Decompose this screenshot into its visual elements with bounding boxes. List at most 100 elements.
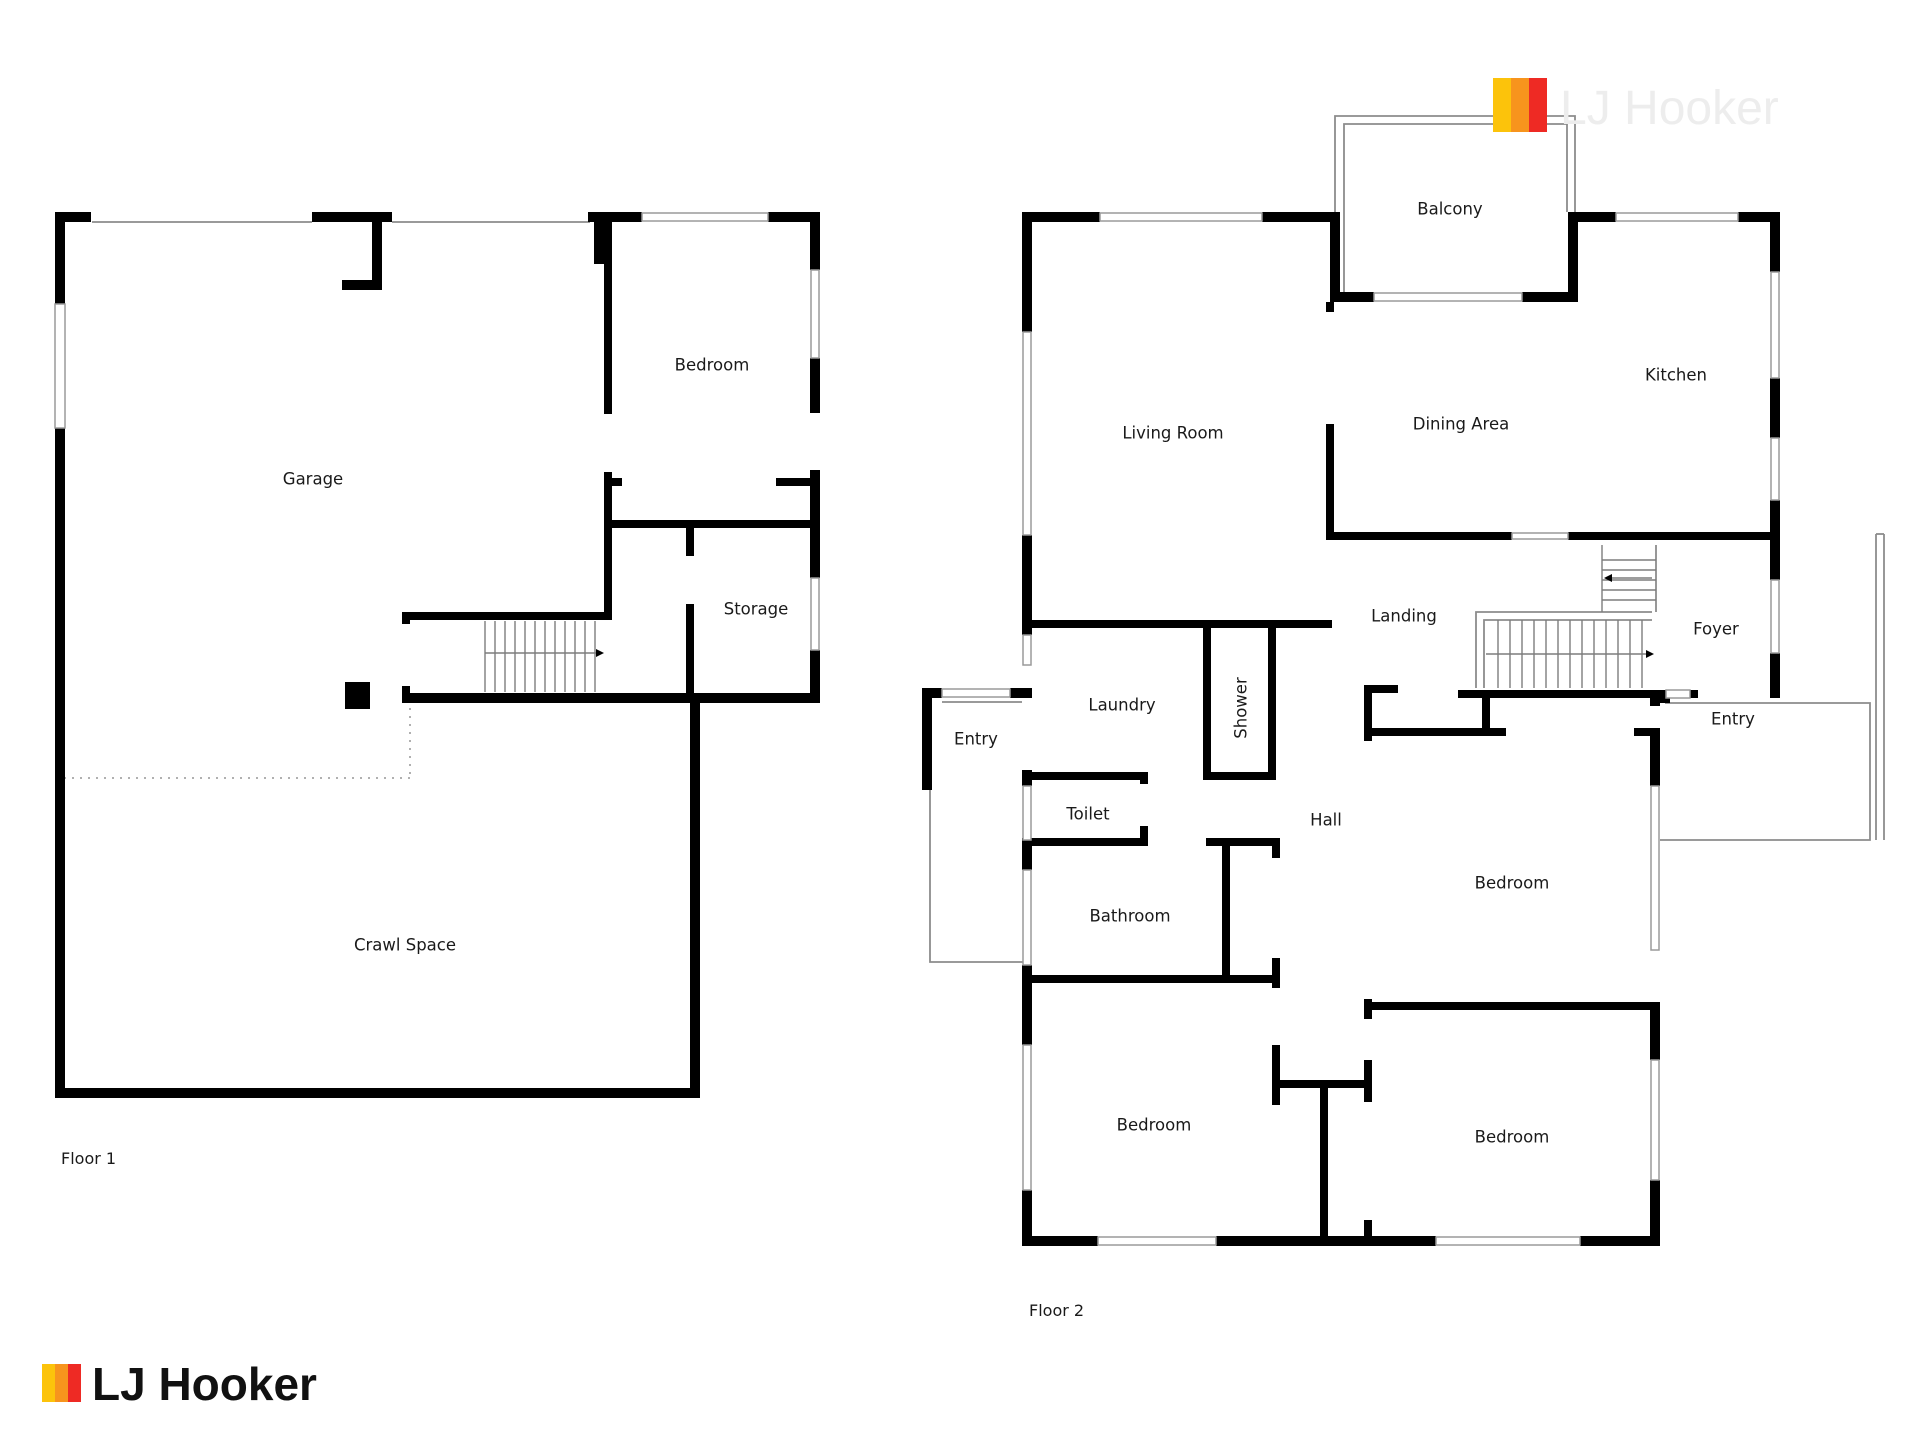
window — [1650, 785, 1660, 951]
wall — [1650, 728, 1660, 786]
wall — [690, 693, 700, 1098]
window — [641, 212, 769, 222]
window — [1770, 437, 1780, 501]
wall — [604, 520, 820, 528]
wall — [1568, 532, 1780, 540]
wall — [1206, 838, 1280, 846]
wall — [1022, 535, 1032, 635]
window — [1022, 785, 1032, 841]
window — [1373, 292, 1523, 302]
wall — [1216, 1236, 1436, 1246]
window — [810, 269, 820, 359]
brand-name: LJ Hooker — [92, 1358, 317, 1410]
wall — [810, 358, 820, 413]
wall — [1568, 212, 1616, 222]
wall — [588, 212, 642, 222]
wall — [686, 528, 694, 556]
wall — [1022, 1190, 1032, 1246]
wall — [402, 612, 410, 624]
room-label-foyer: Foyer — [1693, 620, 1739, 639]
window — [810, 577, 820, 651]
wall — [1010, 688, 1032, 698]
wall — [1140, 826, 1148, 846]
wall — [55, 428, 65, 1098]
room-label-kitchen: Kitchen — [1645, 366, 1707, 385]
wall — [1022, 838, 1148, 846]
wall — [1320, 1080, 1328, 1240]
wall — [1022, 965, 1032, 1045]
wall — [1140, 772, 1148, 784]
window — [1511, 532, 1569, 540]
wall — [55, 212, 65, 304]
wall — [1022, 620, 1332, 628]
wall — [1458, 690, 1660, 698]
wall — [922, 688, 942, 698]
window — [1022, 869, 1032, 966]
room-label-living-room: Living Room — [1122, 424, 1223, 443]
wall — [1330, 212, 1340, 302]
wall — [372, 212, 382, 290]
wall — [1482, 690, 1490, 734]
wall — [1364, 728, 1506, 736]
wall — [1022, 212, 1032, 332]
room-label-bedroom-2: Bedroom — [1117, 1116, 1192, 1135]
window — [1022, 1044, 1032, 1191]
room-label-bedroom-3: Bedroom — [1475, 1128, 1550, 1147]
wall — [1364, 1220, 1372, 1240]
wall — [1364, 685, 1398, 693]
window — [54, 303, 66, 429]
column — [345, 682, 370, 709]
window — [1099, 212, 1263, 222]
room-label-bedroom: Bedroom — [675, 356, 750, 375]
wall — [1222, 838, 1230, 980]
wall — [1326, 532, 1512, 540]
wall — [1738, 212, 1780, 222]
wall — [1203, 628, 1211, 778]
wall — [55, 1088, 700, 1098]
wall — [55, 212, 91, 222]
wall — [1326, 424, 1334, 536]
window — [1435, 1236, 1581, 1246]
room-label-bedroom-1: Bedroom — [1475, 874, 1550, 893]
balcony-rail — [1334, 115, 1576, 295]
room-label-entry-right: Entry — [1711, 710, 1755, 729]
window — [1770, 579, 1780, 654]
wall — [312, 212, 392, 222]
wall — [1022, 772, 1148, 780]
floor-2-label: Floor 2 — [1029, 1301, 1084, 1320]
deck-outline — [1660, 702, 1871, 841]
wall — [1690, 690, 1698, 698]
wall — [1650, 1180, 1660, 1246]
wall — [1022, 975, 1280, 983]
wall — [1770, 212, 1780, 272]
wall — [594, 212, 604, 264]
wall — [776, 478, 820, 486]
wall — [1364, 1002, 1660, 1010]
window — [1770, 271, 1780, 379]
room-label-crawl-space: Crawl Space — [354, 936, 456, 955]
wall — [922, 688, 932, 790]
stairs — [1601, 545, 1656, 612]
window — [1665, 689, 1691, 699]
room-label-balcony: Balcony — [1417, 200, 1483, 219]
floor-1-label: Floor 1 — [61, 1149, 116, 1168]
room-label-entry-left: Entry — [954, 730, 998, 749]
window — [1022, 634, 1032, 666]
wall — [810, 650, 820, 703]
window — [941, 688, 1011, 698]
wall — [1364, 685, 1372, 741]
wall — [1272, 958, 1280, 988]
wall — [1522, 292, 1578, 302]
wall — [1262, 212, 1340, 222]
wall — [1203, 772, 1276, 780]
wall — [402, 686, 410, 703]
wall — [342, 280, 382, 290]
wall — [1268, 628, 1276, 778]
wall — [1330, 292, 1374, 302]
wall — [1272, 838, 1280, 858]
floor-1-plan: Garage Bedroom Storage Crawl Space Floor… — [54, 212, 820, 1168]
wall — [604, 478, 622, 486]
room-label-shower: Shower — [1232, 677, 1251, 739]
wall — [1568, 212, 1578, 302]
